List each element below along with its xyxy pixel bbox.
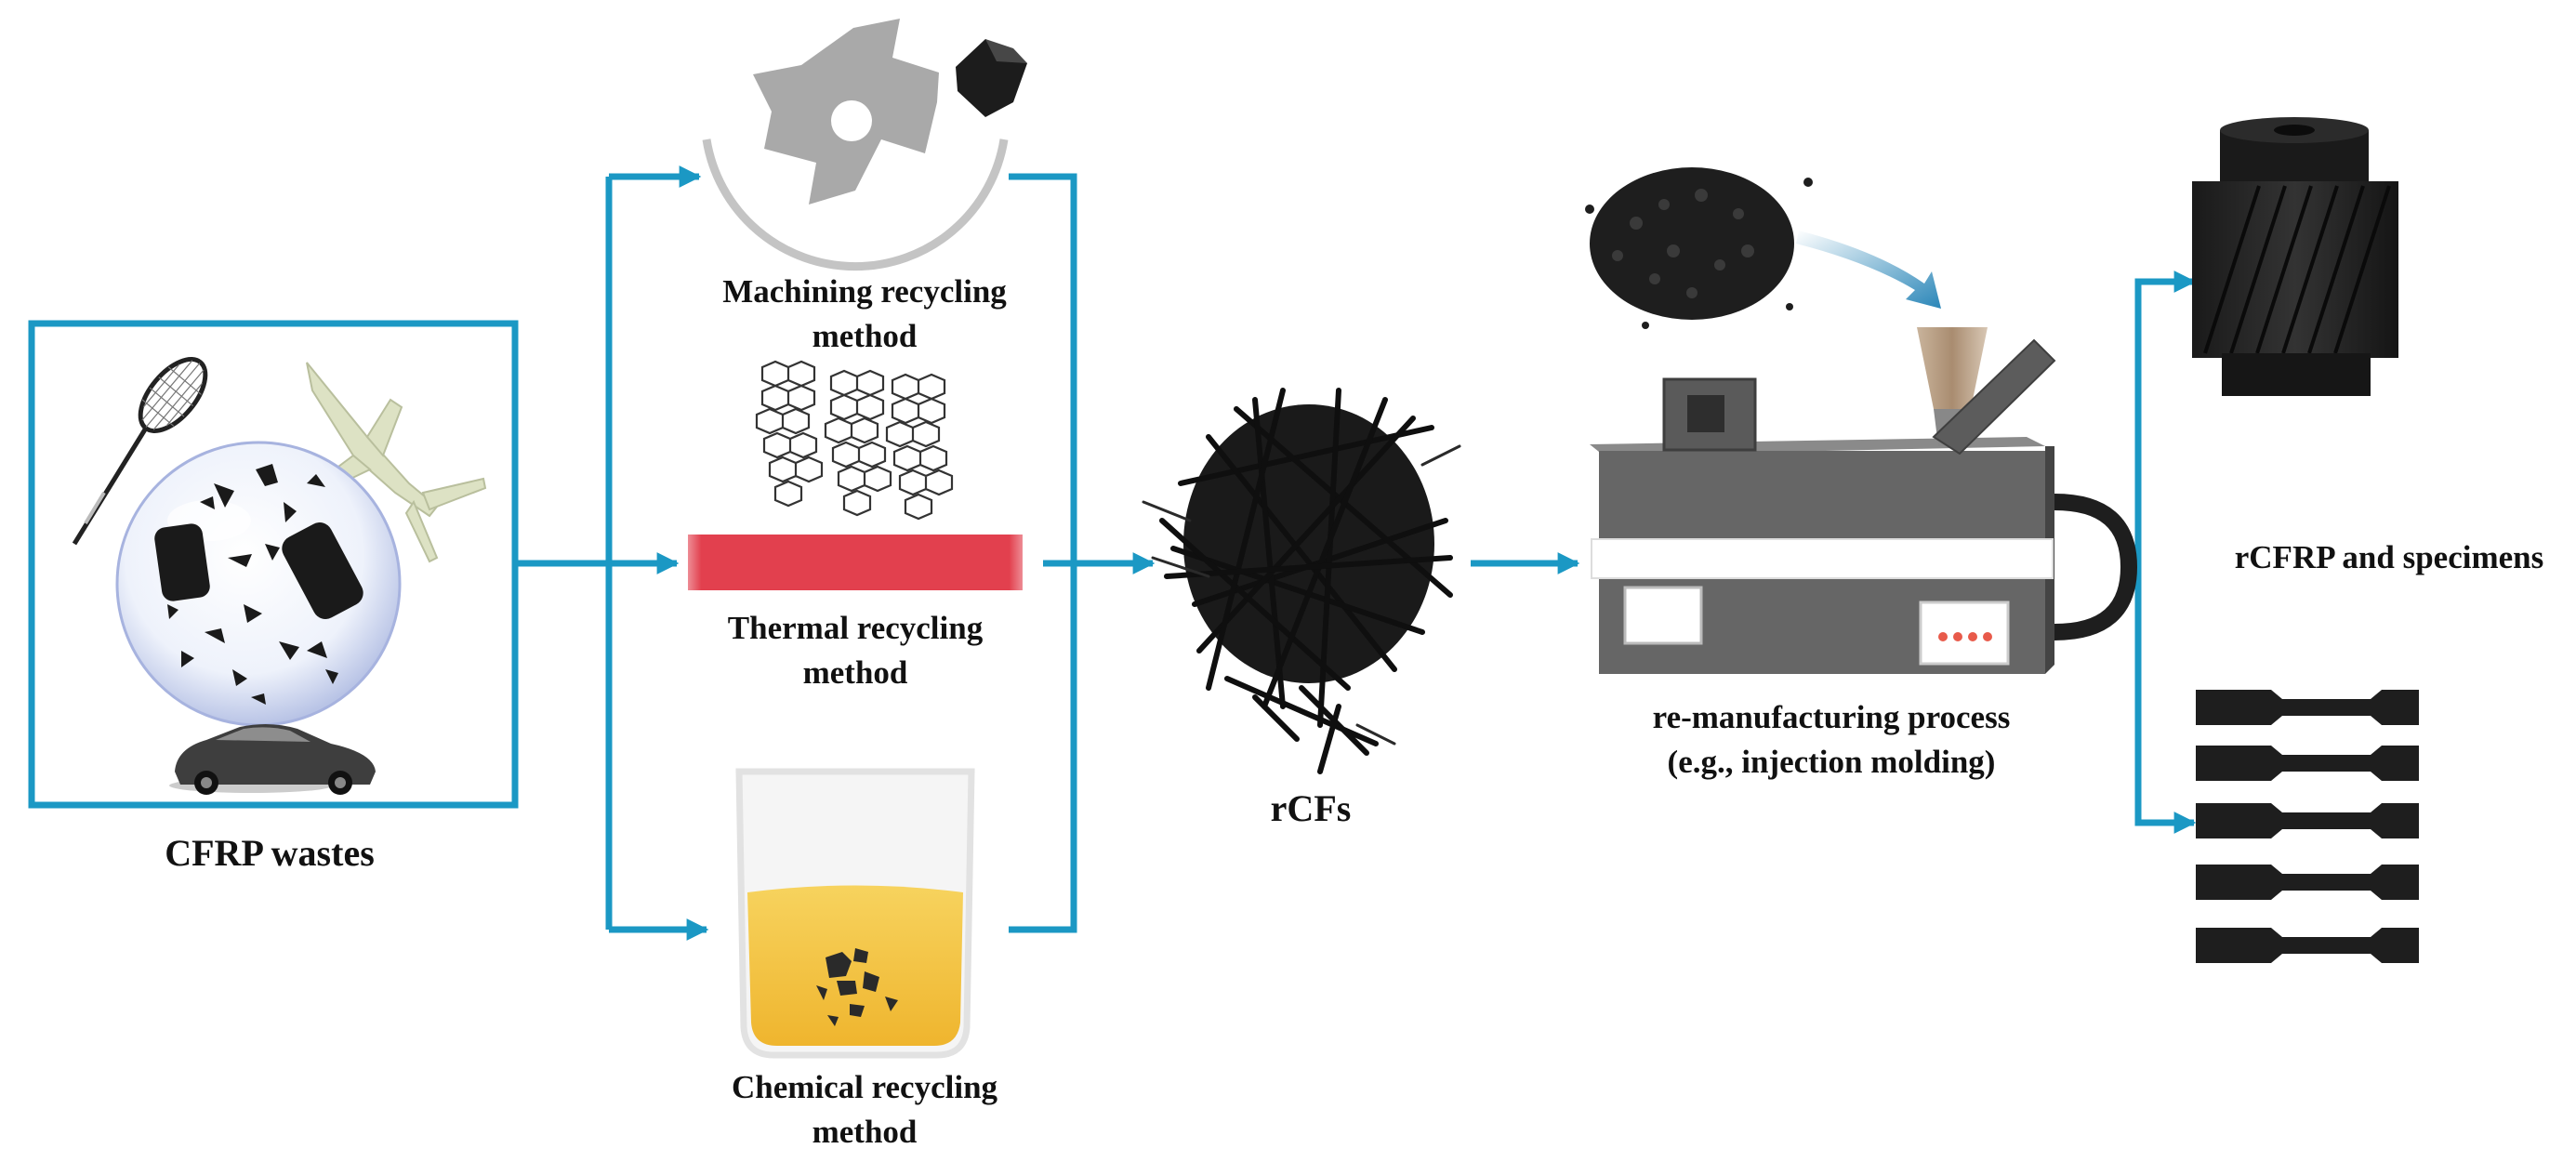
gear-icon	[2192, 117, 2398, 396]
badminton-racket-icon	[72, 357, 208, 546]
label-cfrp-wastes: CFRP wastes	[165, 832, 375, 874]
dogbone-specimen-icon	[2196, 690, 2419, 725]
dogbone-specimen-icon	[2196, 928, 2419, 963]
connector-output-split	[2134, 278, 2161, 826]
label-rcfs: rCFs	[1270, 787, 1352, 829]
fiber-ball-icon	[1142, 388, 1461, 774]
dogbone-specimens	[2196, 690, 2419, 963]
heating-bar-icon	[688, 535, 1023, 590]
label-thermal-line2: method	[802, 654, 908, 691]
pellet-feed-arrow	[1796, 231, 1941, 309]
crushed-waste-sphere-icon	[115, 441, 402, 727]
label-remanufacturing-line2: (e.g., injection molding)	[1667, 744, 1996, 780]
label-rcfrp-specimens: rCFRP and specimens	[2234, 539, 2544, 575]
beaker-icon	[735, 768, 975, 1059]
injection-molding-machine-icon	[1590, 327, 2138, 674]
connector-machining-merge	[1009, 173, 1077, 933]
label-chemical-line1: Chemical recycling	[731, 1069, 998, 1105]
flow-connectors	[28, 165, 2197, 941]
label-machining-line1: Machining recycling	[722, 273, 1007, 310]
label-chemical-method: Chemical recycling method	[641, 1065, 1088, 1155]
label-remanufacturing-line1: re-manufacturing process	[1652, 699, 2011, 735]
dogbone-specimen-icon	[2196, 746, 2419, 781]
label-chemical-line2: method	[812, 1114, 918, 1150]
label-remanufacturing: re-manufacturing process (e.g., injectio…	[1599, 695, 2064, 785]
car-icon	[169, 723, 376, 795]
label-thermal-line1: Thermal recycling	[727, 610, 984, 646]
label-thermal-method: Thermal recycling method	[632, 606, 1078, 695]
graphene-sheet-icon	[755, 360, 954, 521]
pellets-icon	[1585, 167, 1813, 329]
label-machining-line2: method	[812, 318, 918, 354]
shredder-rotor-icon	[702, 19, 1027, 271]
dogbone-specimen-icon	[2196, 865, 2419, 900]
label-machining-method: Machining recycling method	[641, 270, 1088, 359]
dogbone-specimen-icon	[2196, 803, 2419, 838]
